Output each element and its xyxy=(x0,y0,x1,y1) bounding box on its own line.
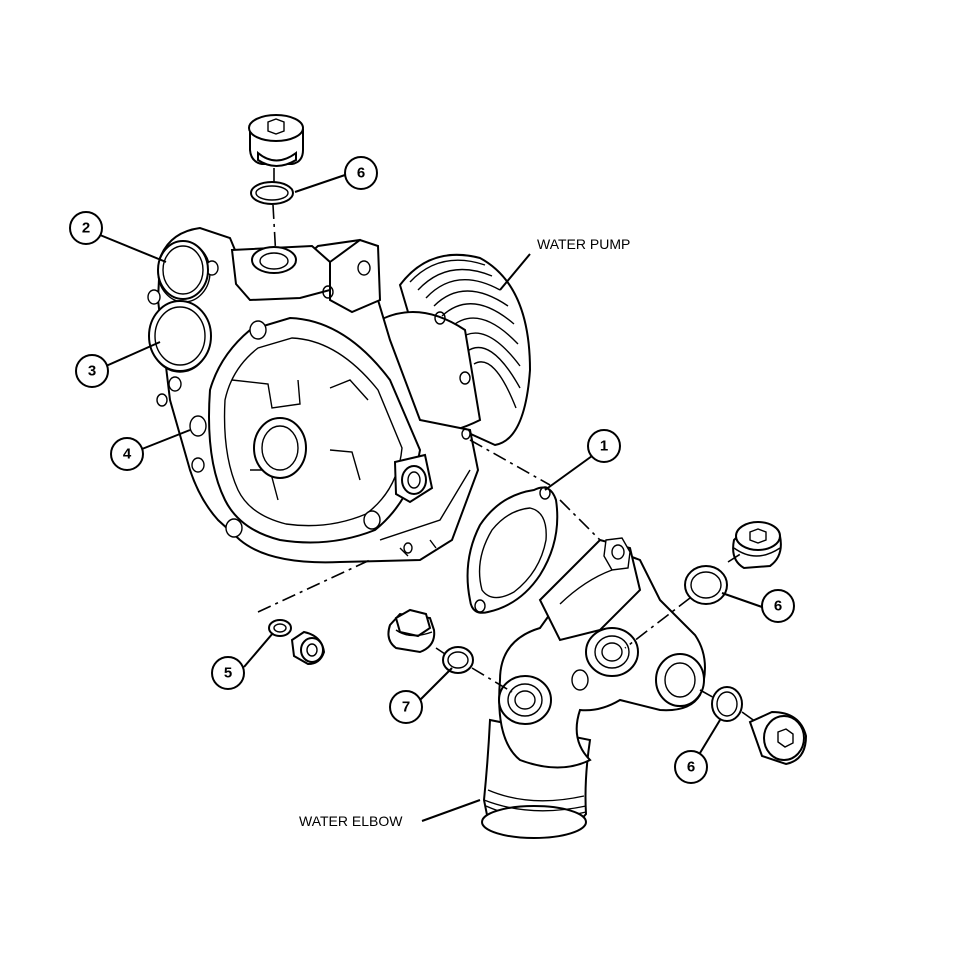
top-plug xyxy=(248,114,304,167)
gasket-1 xyxy=(466,486,559,614)
water-pump-housing xyxy=(147,226,532,564)
callout-7: 7 xyxy=(389,690,423,724)
callout-5: 5 xyxy=(211,656,245,690)
plug-5 xyxy=(290,630,326,666)
callout-3: 3 xyxy=(75,354,109,388)
callout-4: 4 xyxy=(110,437,144,471)
svg-text:1: 1 xyxy=(600,438,608,455)
water-pump-label: WATER PUMP xyxy=(537,236,630,252)
water-elbow-label: WATER ELBOW xyxy=(299,813,403,829)
o-ring-2 xyxy=(157,240,209,300)
callout-6-right-upper: 6 xyxy=(761,589,795,623)
svg-text:2: 2 xyxy=(82,220,90,237)
plug-7 xyxy=(387,608,436,654)
svg-text:4: 4 xyxy=(123,446,132,463)
o-ring-3 xyxy=(148,300,212,372)
water-elbow xyxy=(481,537,706,839)
callout-6-top: 6 xyxy=(344,156,378,190)
seal-ring-5 xyxy=(268,619,292,637)
seal-ring-7 xyxy=(442,646,474,674)
plug-6-right-lower xyxy=(748,710,808,766)
svg-text:6: 6 xyxy=(774,598,782,615)
svg-text:6: 6 xyxy=(687,759,695,776)
callout-2: 2 xyxy=(69,211,103,245)
callout-1: 1 xyxy=(587,429,621,463)
plug-6-right-upper xyxy=(732,521,782,570)
svg-text:5: 5 xyxy=(224,665,232,682)
svg-text:7: 7 xyxy=(402,699,410,716)
svg-text:6: 6 xyxy=(357,165,365,182)
callout-6-right-lower: 6 xyxy=(674,750,708,784)
svg-text:3: 3 xyxy=(88,363,96,380)
